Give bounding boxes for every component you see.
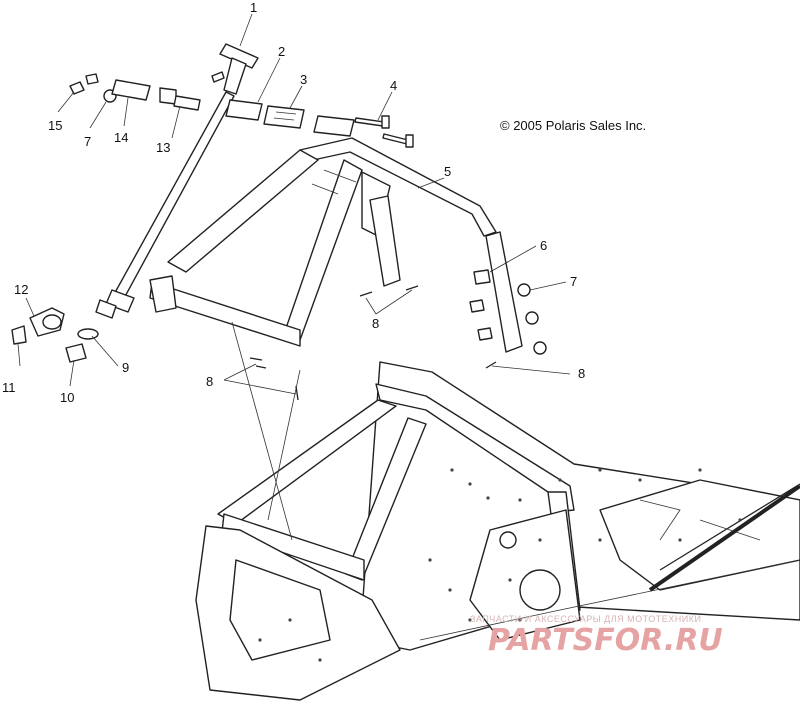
callout-11: 11 [2,380,16,395]
bracket-plate [225,99,263,121]
copyright-notice: © 2005 Polaris Sales Inc. [500,118,646,133]
callout-4: 4 [390,78,397,93]
lower-left-hardware [11,307,99,363]
chassis-holes [258,468,742,662]
upper-left-hardware [69,73,201,111]
callout-8b: 8 [206,374,213,389]
callout-10: 10 [60,390,74,405]
callout-8a: 8 [372,316,379,331]
callout-14: 14 [114,130,128,145]
callout-12: 12 [14,282,28,297]
callout-labels: 1 2 3 4 5 6 7 7 8 8 8 9 10 11 12 13 14 1… [2,0,585,405]
callout-6: 6 [540,238,547,253]
mount-block [263,105,305,129]
upper-frame-hoop [149,115,523,353]
callout-9: 9 [122,360,129,375]
watermark: ЗАПЧАСТИ И АКСЕССУАРЫ ДЛЯ МОТОТЕХНИКИ PA… [470,614,723,658]
chassis [195,321,800,701]
callout-13: 13 [156,140,170,155]
callout-7a: 7 [570,274,577,289]
frame-fasteners [469,269,547,355]
callout-1: 1 [250,0,257,15]
steering-post [95,43,259,319]
callout-3: 3 [300,72,307,87]
callout-8c: 8 [578,366,585,381]
callout-2: 2 [278,44,285,59]
callout-5: 5 [444,164,451,179]
bolts [354,115,414,148]
watermark-tagline: ЗАПЧАСТИ И АКСЕССУАРЫ ДЛЯ МОТОТЕХНИКИ [470,614,701,624]
callout-15: 15 [48,118,62,133]
rivets [249,285,497,401]
callout-leaders [17,13,571,395]
callout-7b: 7 [84,134,91,149]
watermark-logo: PARTSFOR.RU [488,623,723,658]
